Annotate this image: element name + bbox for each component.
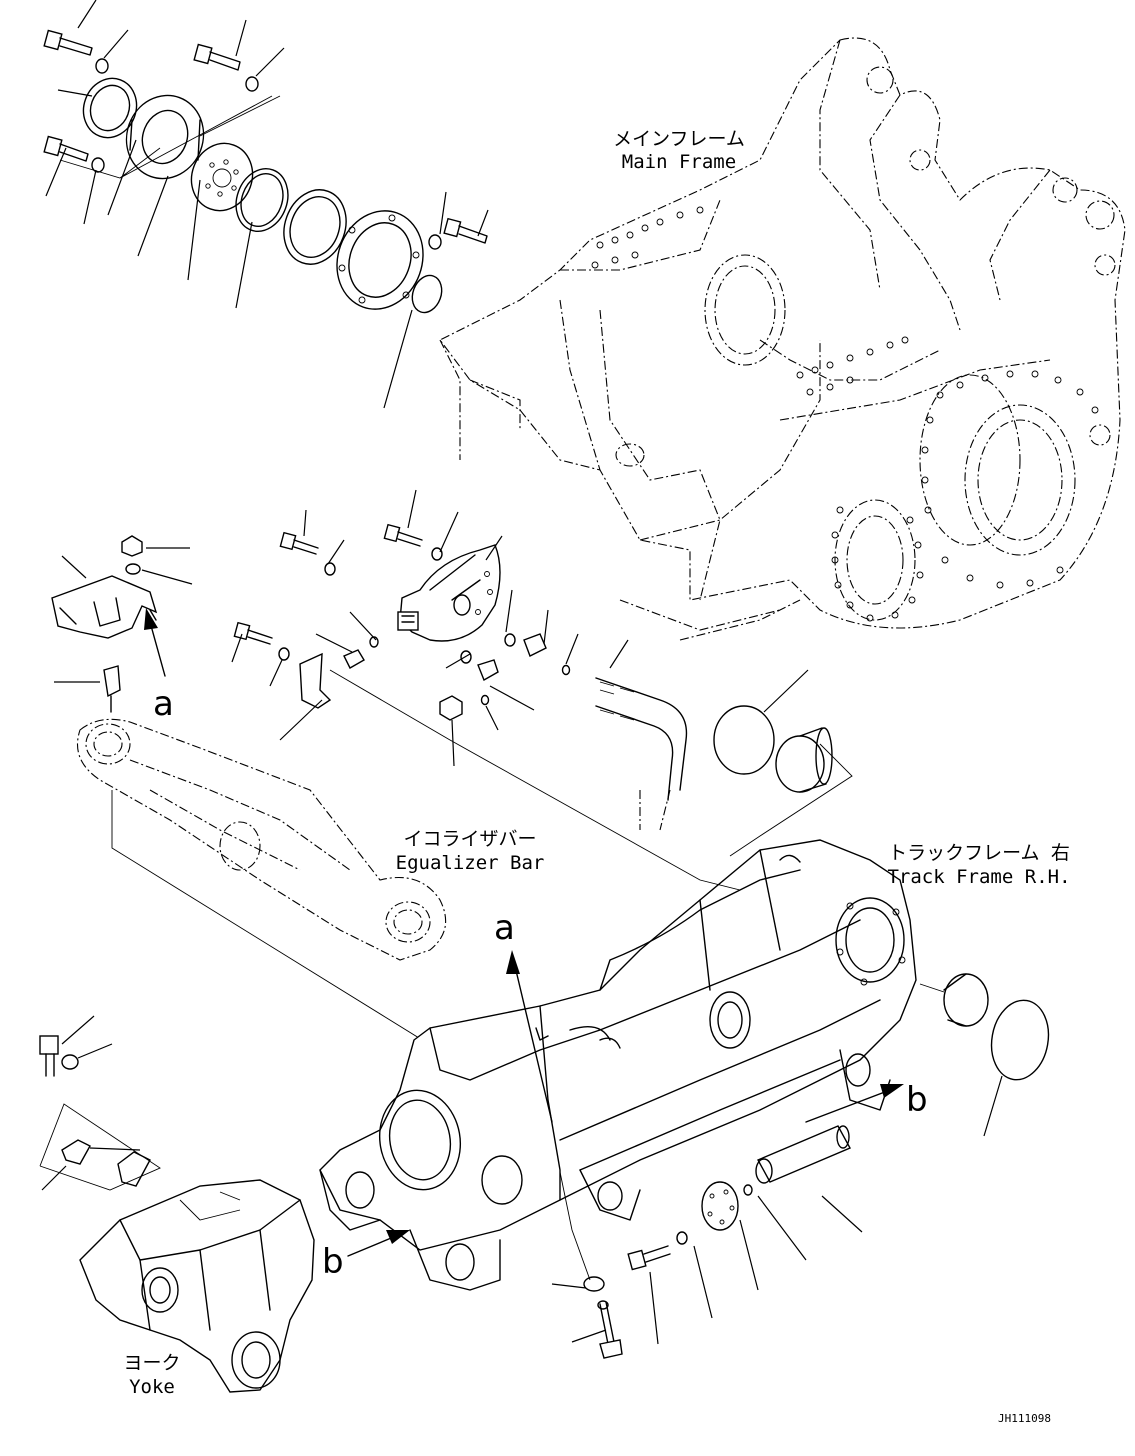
- track-frame-label-en: Track Frame R.H.: [887, 866, 1071, 888]
- equalizer-bar-label-en: Egualizer Bar: [395, 852, 545, 874]
- yoke-label-en: Yoke: [129, 1376, 175, 1398]
- track-frame-label-jp: トラックフレーム 右: [888, 842, 1070, 864]
- callout-a-upper: a: [153, 684, 174, 724]
- bushing-ring: [283, 189, 347, 265]
- hose-pair: [595, 677, 688, 831]
- thrust-plate: [190, 142, 254, 212]
- bolt-mid-1: [279, 531, 319, 555]
- yoke-cover-plate: [61, 1139, 91, 1165]
- o-ring: [411, 274, 443, 314]
- main-frame-outline: [439, 37, 1126, 641]
- callout-b-right: b: [906, 1080, 928, 1120]
- vertical-bolt: [597, 1300, 623, 1359]
- pivot-parts-stack: [43, 0, 489, 409]
- bushing-lower: [943, 973, 989, 1027]
- drawing-code: JH111098: [998, 1412, 1051, 1425]
- track-frame: [319, 839, 917, 1291]
- equalizer-bar-label-jp: イコライザバー: [403, 828, 537, 850]
- bushing-upper: [775, 727, 833, 793]
- reference-arrows: [144, 608, 904, 1281]
- yoke: [39, 1015, 315, 1393]
- bolt-lower-left: [43, 135, 89, 162]
- bolt-right-stack: [443, 217, 488, 244]
- main-frame-bolt-dots: [591, 206, 1099, 622]
- retainer-cap: [125, 94, 205, 180]
- pivot-housing: [336, 210, 424, 310]
- large-o-ring-lower: [990, 999, 1050, 1081]
- mid-bracket-assembly: [231, 489, 688, 831]
- bolt-upper-left: [43, 29, 93, 56]
- grease-fitting: [103, 665, 121, 698]
- bolt-mid-2: [383, 523, 423, 547]
- right-bushing-parts: [713, 669, 1050, 1137]
- large-o-ring-upper: [713, 705, 775, 775]
- hex-nut-mid: [439, 695, 463, 721]
- main-frame-label-en: Main Frame: [621, 151, 737, 173]
- hex-nut-top: [121, 535, 143, 557]
- guard-cover: [51, 535, 193, 713]
- pin-bolt: [627, 1245, 671, 1271]
- yoke-label-jp: ヨーク: [123, 1352, 181, 1374]
- pivot-pin-assembly: [551, 1125, 863, 1359]
- clip-plate: [299, 652, 332, 709]
- bolt-upper-mid: [193, 43, 241, 71]
- yoke-bolt: [39, 1035, 59, 1077]
- retainer-disc: [701, 1181, 739, 1231]
- seal-ring: [82, 77, 138, 139]
- pivot-pin: [755, 1125, 851, 1184]
- main-frame-label-jp: メインフレーム: [613, 128, 745, 150]
- callout-b-left: b: [322, 1242, 344, 1282]
- equalizer-bar: [76, 718, 517, 1099]
- bolt-mid-3: [233, 621, 273, 645]
- callout-a-lower: a: [494, 908, 515, 948]
